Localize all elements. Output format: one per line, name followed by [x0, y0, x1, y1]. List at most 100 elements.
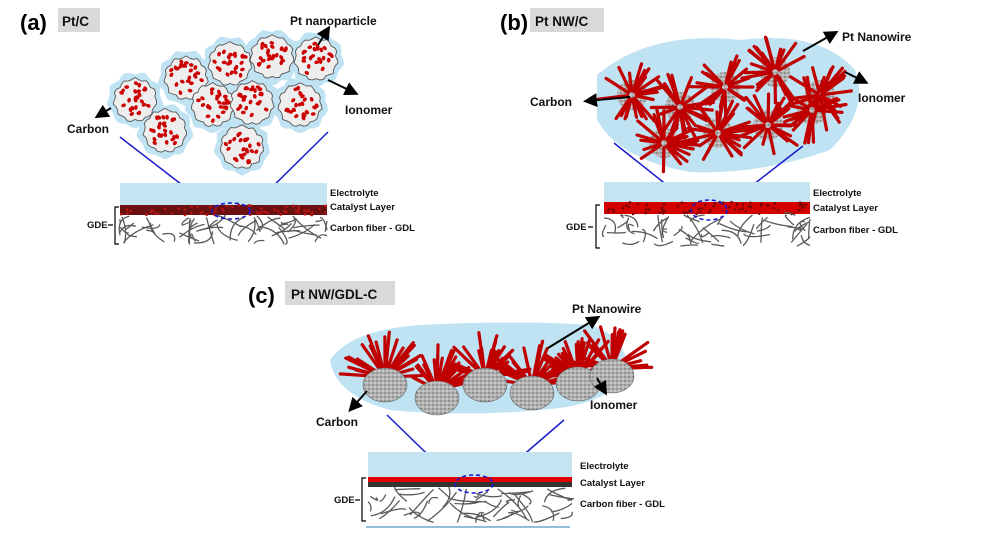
gde-bracket-b [588, 204, 600, 249]
pt-nanoparticle [195, 71, 201, 75]
pt-dot [303, 212, 307, 216]
pt-nanoparticle [238, 138, 243, 143]
carbon-fiber [188, 222, 198, 239]
pt-nanoparticle [215, 95, 219, 101]
gde-label-a: GDE [87, 220, 108, 231]
pt-nanoparticle [240, 67, 245, 72]
pt-nanowire [769, 98, 795, 124]
pt-dot [276, 209, 280, 213]
gdl-label-c: Carbon fiber - GDL [580, 499, 665, 510]
ionomer-label-c: Ionomer [590, 398, 638, 412]
carbon-label-c: Carbon [316, 415, 358, 429]
pt-nanoparticle [205, 114, 211, 119]
pt-dot [628, 201, 632, 204]
pt-nanowire [484, 339, 498, 375]
pt-nanowire [632, 97, 648, 121]
carbon-fiber [501, 510, 521, 520]
pt-nanoparticle [248, 143, 252, 149]
pt-nanoparticle [200, 103, 206, 107]
carbon-fiber [484, 500, 499, 509]
pt-nanoparticle [163, 132, 168, 138]
pt-nanoparticle [182, 64, 188, 68]
pt-dot [644, 211, 648, 215]
pt-nanoparticle [279, 46, 284, 51]
carbon-fiber [378, 500, 401, 520]
pt-nanoparticle [294, 102, 298, 108]
carbon-particle [293, 36, 339, 81]
pt-dot [622, 206, 625, 210]
carbon-fiber [475, 499, 503, 519]
pt-nanowire [700, 70, 723, 87]
pt-dot [776, 208, 780, 212]
pt-nanoparticle [309, 96, 314, 102]
pt-nanoparticle [146, 103, 151, 108]
carbon-fiber [492, 501, 510, 518]
nanowire-urchin [740, 35, 806, 105]
pt-nanoparticle [212, 59, 217, 64]
pt-nanoparticle [246, 159, 251, 163]
carbon-fiber [700, 232, 710, 238]
pt-nanowire [617, 65, 632, 93]
carbon-fiber [200, 214, 227, 231]
carbon-fiber [475, 492, 503, 498]
pt-nanoparticle [133, 95, 138, 101]
carbon-fiber [673, 225, 683, 237]
pt-nanowire [718, 99, 735, 131]
carbon-fiber [280, 218, 298, 225]
carbon-core [219, 124, 265, 169]
pt-dot [625, 204, 628, 207]
pt-nanoparticle [187, 88, 193, 93]
pt-dot [766, 204, 770, 208]
carbon-fiber [315, 219, 323, 223]
carbon-fiber [398, 491, 425, 496]
pt-nanoparticle [196, 98, 201, 103]
pt-dot [627, 205, 631, 209]
pt-nanoparticle [130, 105, 135, 111]
pt-nanoparticle [165, 114, 169, 120]
pt-nanowire [698, 134, 716, 148]
pt-nanoparticle [169, 130, 173, 135]
pt-nanoparticle [136, 89, 142, 94]
pt-dot [307, 209, 310, 212]
zoom-ellipse-c [454, 474, 494, 494]
carbon-fiber [763, 219, 793, 228]
pt-dot [606, 210, 610, 213]
pt-nanoparticle [232, 136, 237, 142]
pt-nanoparticle [157, 124, 161, 130]
carbon-fiber [196, 226, 224, 232]
pt-nanoparticle [137, 82, 142, 88]
carbon-fiber [319, 216, 328, 231]
pt-dot [196, 205, 200, 209]
carbon-fiber [743, 233, 771, 238]
carbon-fiber [784, 214, 795, 226]
carbon-fiber-gdl [601, 211, 811, 247]
carbon-fiber [626, 220, 635, 235]
pt-nanowire [764, 36, 776, 70]
pt-dot [727, 205, 731, 209]
pt-nanowire [811, 75, 826, 108]
pt-nanoparticle [326, 57, 331, 63]
panel-a-tag: Pt/C [62, 14, 89, 29]
pt-nanoparticle [249, 112, 254, 118]
pt-dot [119, 212, 123, 216]
pt-nanowire [374, 340, 386, 375]
carbon-label-b: Carbon [530, 95, 572, 109]
carbon-fiber [721, 229, 742, 244]
pt-dot [749, 201, 752, 205]
pt-dot [760, 202, 763, 205]
pt-nanoparticle [257, 61, 262, 66]
pt-nanoparticle [232, 51, 237, 56]
pt-nanoparticle [298, 90, 302, 96]
pt-dot [645, 208, 648, 211]
carbon-fiber [278, 227, 288, 246]
carbon-fiber [193, 231, 214, 244]
ionomer-arrow-a [327, 79, 359, 95]
pt-nanoparticle [239, 60, 244, 65]
pt-nanoparticle [241, 97, 247, 102]
pt-nanowire [604, 76, 630, 95]
pt-nanowire [665, 123, 679, 141]
carbon-fiber [756, 224, 771, 232]
pt-dot [156, 212, 160, 216]
pt-nanoparticle [157, 132, 161, 138]
carbon-fiber [547, 493, 573, 500]
